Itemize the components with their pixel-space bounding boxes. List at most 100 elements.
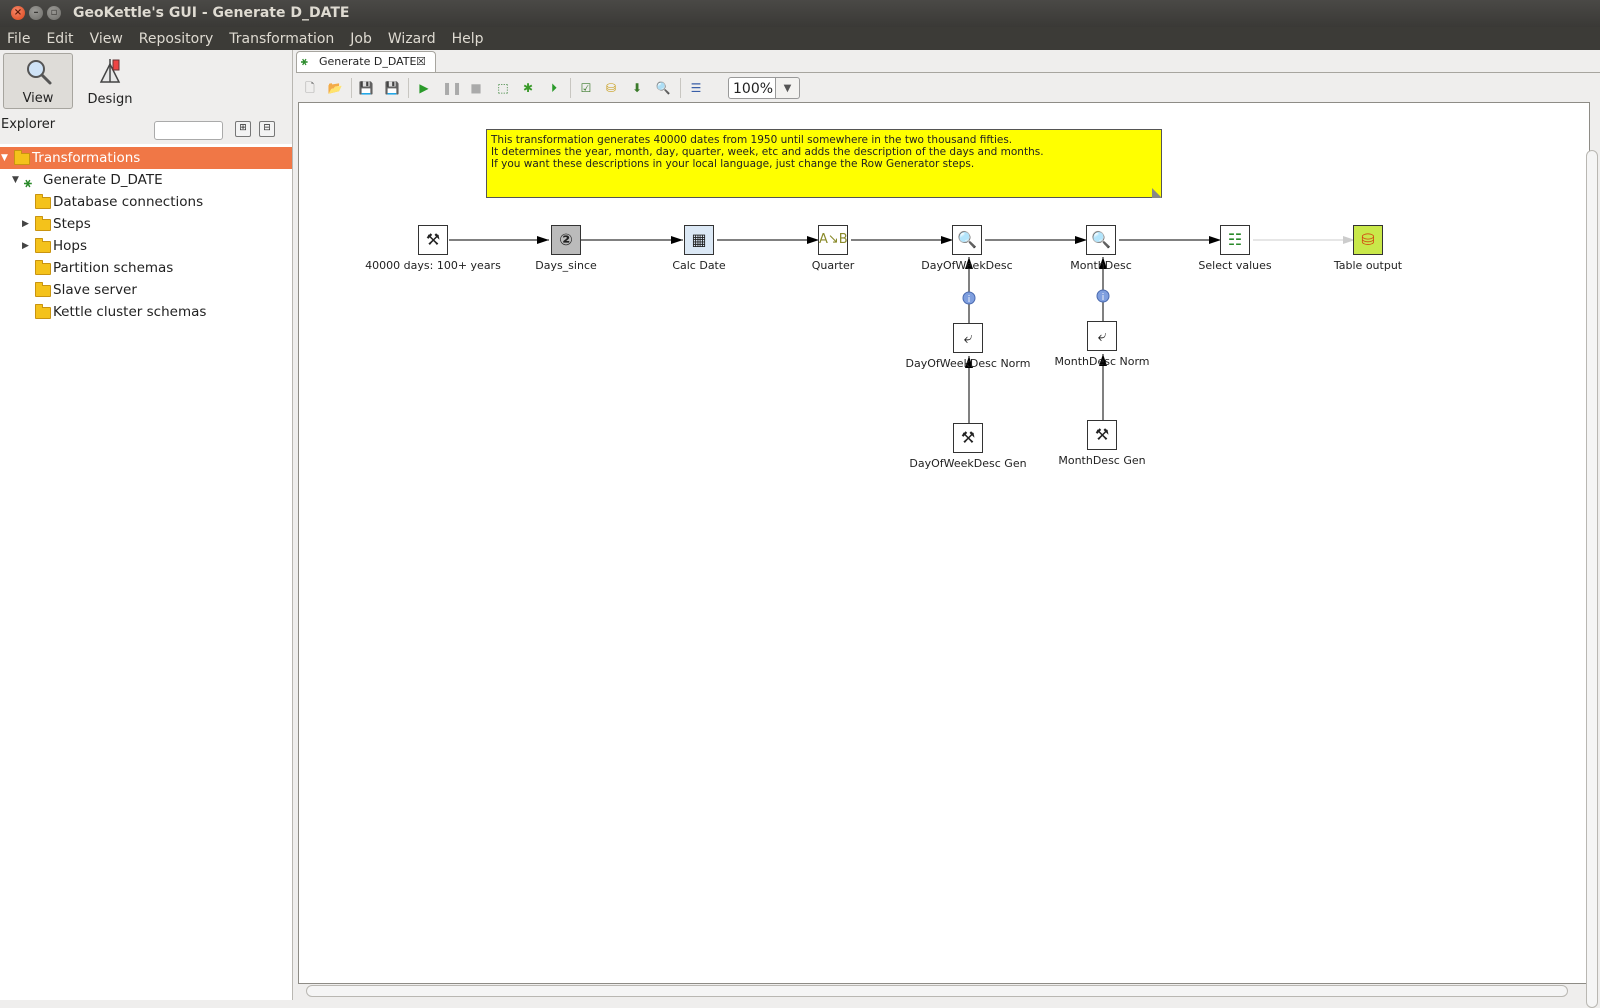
expanded-twisty-icon[interactable]: ▼ (12, 175, 19, 185)
magnifier-icon (27, 60, 52, 85)
step-days-since[interactable]: ② Days_since (496, 225, 636, 272)
transformation-icon: ⚹ (301, 55, 308, 68)
step-select-values[interactable]: ☷ Select values (1165, 225, 1305, 272)
calculator-icon: ▦ (684, 225, 714, 255)
step-table-output[interactable]: ⛁ Table output (1298, 225, 1438, 272)
table-output-icon: ⛁ (1353, 225, 1383, 255)
menu-job[interactable]: Job (350, 30, 372, 47)
stream-lookup-icon: 🔍 (1086, 225, 1116, 255)
minimize-window-button[interactable]: – (29, 6, 43, 20)
info-icon-glyph: i (968, 295, 971, 305)
toolbar-separator (408, 78, 409, 98)
toolbar-separator (351, 78, 352, 98)
step-monthdesc-gen[interactable]: ⚒ MonthDesc Gen (1032, 420, 1172, 467)
menu-view[interactable]: View (89, 30, 123, 47)
step-label: Quarter (811, 259, 855, 272)
window-controls: × – ▫ (11, 6, 61, 20)
step-label: 40000 days: 100+ years (365, 259, 501, 272)
tree-item-label: Hops (53, 238, 88, 254)
step-row-generator[interactable]: ⚒ 40000 days: 100+ years (363, 225, 503, 272)
collapse-all-icon[interactable]: ⊟ (259, 121, 275, 137)
zoom-dropdown-icon[interactable]: ▼ (776, 77, 800, 99)
row-generator-icon: ⚒ (418, 225, 448, 255)
tree-item-label: Steps (53, 216, 91, 232)
tree-item-hops[interactable]: ▶ Hops (0, 235, 292, 257)
step-dayofweekdesc-gen[interactable]: ⚒ DayOfWeekDesc Gen (898, 423, 1038, 470)
tree-item-database-connections[interactable]: Database connections (0, 191, 292, 213)
menu-repository[interactable]: Repository (138, 30, 214, 47)
row-generator-icon: ⚒ (1087, 420, 1117, 450)
explorer-search-input[interactable] (154, 121, 223, 140)
close-tab-icon[interactable]: ☒ (416, 55, 426, 68)
row-generator-icon: ⚒ (953, 423, 983, 453)
transformation-canvas[interactable]: i i This transformation generates 40000 … (298, 102, 1590, 984)
save-icon[interactable]: 💾 (358, 81, 374, 95)
note-line: If you want these descriptions in your l… (491, 158, 975, 170)
tree-item-slave-server[interactable]: Slave server (0, 279, 292, 301)
replay-icon[interactable]: ⏵ (550, 81, 557, 95)
step-monthdesc-norm[interactable]: ⤶ MonthDesc Norm (1032, 321, 1172, 368)
tree-item-kettle-cluster-schemas[interactable]: Kettle cluster schemas (0, 301, 292, 323)
menubar: File Edit View Repository Transformation… (0, 27, 1600, 50)
run-icon[interactable]: ▶ (419, 81, 429, 95)
impact-icon[interactable]: ⛁ (605, 81, 617, 95)
step-label: Select values (1198, 259, 1272, 272)
step-monthdesc[interactable]: 🔍 MonthDesc (1031, 225, 1171, 272)
folder-icon (35, 216, 51, 231)
zoom-input[interactable]: 100% (728, 77, 776, 99)
new-file-icon[interactable]: 🗋 (305, 81, 315, 95)
step-label: MonthDesc Norm (1054, 355, 1150, 368)
menu-transformation[interactable]: Transformation (229, 30, 335, 47)
view-perspective-button[interactable]: View (3, 53, 73, 109)
sql-icon[interactable]: ⬇ (631, 81, 643, 95)
tab-label: Generate D_DATE (319, 55, 417, 68)
stream-lookup-icon: 🔍 (952, 225, 982, 255)
info-icon[interactable] (962, 291, 976, 305)
step-label: Days_since (535, 259, 597, 272)
tab-generate-d-date[interactable]: ⚹ Generate D_DATE ☒ (296, 51, 436, 72)
explorer-tree: ▼ Transformations ▼ ⚹ Generate D_DATE Da… (0, 147, 292, 323)
step-dayofweekdesc[interactable]: 🔍 DayOfWeekDesc (897, 225, 1037, 272)
menu-file[interactable]: File (7, 30, 31, 47)
transformation-note[interactable]: This transformation generates 40000 date… (486, 129, 1162, 198)
collapsed-twisty-icon[interactable]: ▶ (22, 241, 29, 251)
debug-icon[interactable]: ✱ (522, 81, 534, 95)
menu-help[interactable]: Help (451, 30, 484, 47)
save-as-icon[interactable]: 💾 (384, 81, 400, 95)
explorer-label: Explorer (1, 117, 56, 132)
tree-item-partition-schemas[interactable]: Partition schemas (0, 257, 292, 279)
pause-icon[interactable]: ❚❚ (442, 81, 463, 95)
horizontal-scrollbar[interactable] (296, 985, 1600, 999)
open-folder-icon[interactable]: 📂 (327, 81, 343, 95)
tree-item-label: Partition schemas (53, 260, 174, 276)
verify-icon[interactable]: ☑ (580, 81, 592, 95)
info-icon[interactable] (1096, 289, 1110, 303)
maximize-window-button[interactable]: ▫ (47, 6, 61, 20)
scrollbar-track[interactable] (1586, 150, 1598, 1008)
toolbar-separator (570, 78, 571, 98)
design-perspective-label: Design (87, 92, 133, 107)
vertical-scrollbar[interactable] (1586, 150, 1598, 1008)
explore-db-icon[interactable]: 🔍 (655, 81, 671, 95)
expand-all-icon[interactable]: ⊞ (235, 121, 251, 137)
preview-icon[interactable]: ⬚ (497, 81, 509, 95)
tree-item-steps[interactable]: ▶ Steps (0, 213, 292, 235)
step-quarter[interactable]: A↘B Quarter (763, 225, 903, 272)
note-line: It determines the year, month, day, quar… (491, 146, 1044, 158)
step-dayofweekdesc-norm[interactable]: ⤶ DayOfWeekDesc Norm (898, 323, 1038, 370)
window-title: GeoKettle's GUI - Generate D_DATE (73, 5, 350, 21)
show-results-icon[interactable]: ☰ (690, 81, 702, 95)
menu-edit[interactable]: Edit (46, 30, 74, 47)
design-perspective-button[interactable]: Design (75, 53, 145, 109)
collapsed-twisty-icon[interactable]: ▶ (22, 219, 29, 229)
step-calc-date[interactable]: ▦ Calc Date (629, 225, 769, 272)
hops-layer: i i (449, 236, 1355, 424)
expanded-twisty-icon[interactable]: ▼ (1, 153, 8, 163)
tree-item-transformations[interactable]: ▼ Transformations (0, 147, 292, 169)
scrollbar-track[interactable] (306, 985, 1568, 997)
stop-icon[interactable]: ■ (470, 81, 482, 95)
menu-wizard[interactable]: Wizard (387, 30, 436, 47)
tree-item-generate-d-date[interactable]: ▼ ⚹ Generate D_DATE (0, 169, 292, 191)
close-window-button[interactable]: × (11, 6, 25, 20)
step-label: DayOfWeekDesc (921, 259, 1013, 272)
